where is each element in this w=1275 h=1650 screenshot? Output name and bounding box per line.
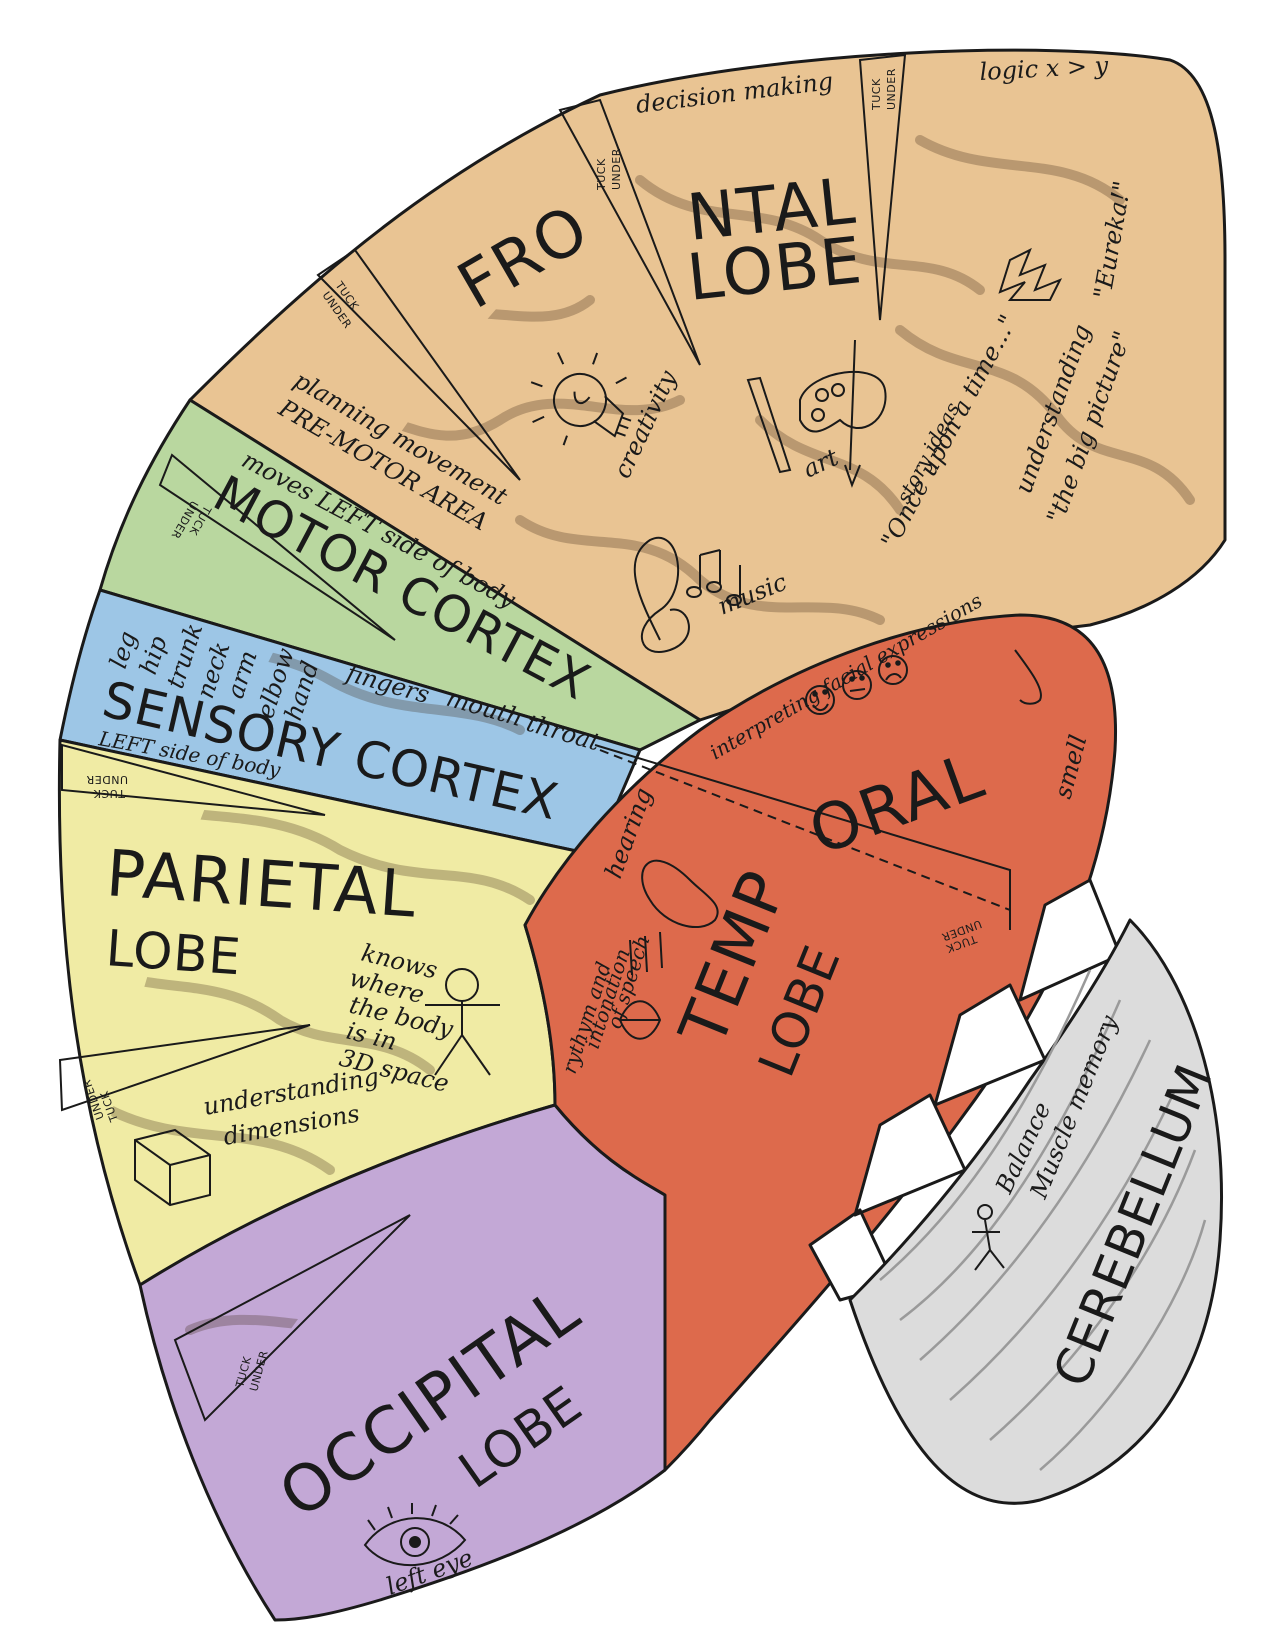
balance-figure-icon (972, 1204, 1005, 1271)
cerebellum-folia (879, 969, 1207, 1471)
parietal-title-lobe: LOBE (104, 919, 243, 986)
temporal-lobe (523, 613, 1118, 1472)
paintbrush-palette-icon (746, 339, 887, 488)
tuck-flap-2 (858, 53, 907, 321)
temporal-tuck-strip (599, 749, 1011, 911)
tuck-label-5b: UNDER (86, 773, 128, 786)
tuck-flap-1 (558, 98, 701, 366)
frontal-title-ntal: NTAL (684, 165, 860, 256)
occipital-lobe-region (138, 1103, 667, 1622)
nose-icon (1014, 649, 1042, 705)
tuck-label-2b: UNDER (885, 68, 898, 110)
music-notes-icon (633, 536, 742, 653)
cerebellum: CEREBELLUM Balance Muscle memory (808, 878, 1224, 1505)
tuck-label-2a: TUCK (870, 78, 883, 111)
lightning-bolt-icon (998, 247, 1063, 301)
frontal-title-lobe: LOBE (684, 224, 867, 316)
lightbulb-icon (530, 352, 632, 446)
ear-icon (641, 859, 719, 929)
eye-icon (363, 1503, 467, 1566)
faces-icon (805, 655, 908, 715)
cerebellum-region (848, 918, 1224, 1505)
tuck-label-1b: UNDER (610, 148, 623, 190)
mouth-icon (618, 1000, 662, 1040)
tuck-label-1a: TUCK (595, 158, 608, 191)
temporal-lobe-region (523, 613, 1118, 1472)
tuck-flap-4 (158, 453, 396, 641)
stick-figure-icon (425, 968, 500, 1076)
tuck-label-5a: TUCK (93, 787, 126, 800)
speech-notes-icon (629, 931, 663, 976)
temporal-tuck-edge (594, 744, 1011, 930)
frontal-logic: logic x > y (979, 51, 1109, 86)
tuck-flap-6 (58, 1024, 311, 1112)
tuck-flap-5 (61, 743, 326, 816)
cube-icon (134, 1128, 211, 1207)
tuck-flap-3 (316, 248, 521, 481)
tuck-flap-7 (173, 1214, 411, 1422)
